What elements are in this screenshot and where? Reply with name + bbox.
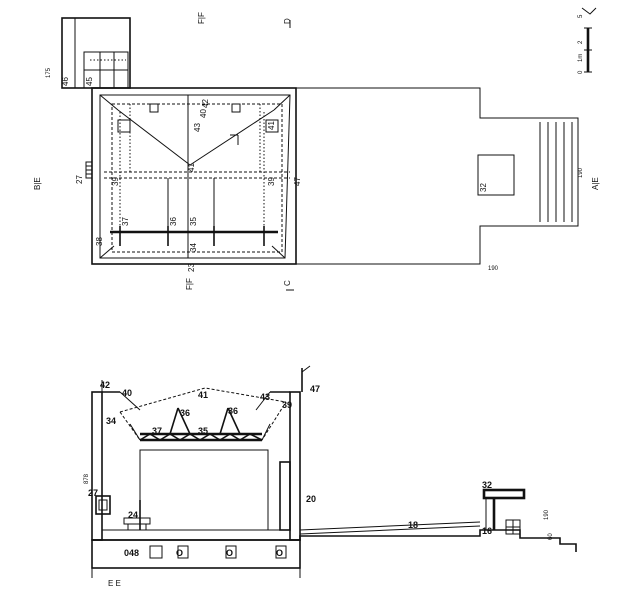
kiosk-32-section: [482, 488, 526, 535]
plan-label-41-mid: 41: [187, 163, 196, 172]
sect-label-048: 048: [124, 548, 139, 558]
plan-label-35: 35: [189, 217, 198, 226]
sect-label-36b: 36: [228, 406, 238, 416]
scale-tick-5: 5: [578, 14, 584, 18]
roof-truss: [129, 407, 271, 442]
sect-label-32: 32: [482, 480, 492, 490]
north-arrow: [581, 7, 597, 15]
door-20: [279, 461, 291, 531]
plan-label-43: 43: [193, 123, 202, 132]
sect-label-o1: O: [176, 548, 183, 558]
floor-plan: 46 45 175 27 42 40 43 41 41 39 39 47 37 …: [33, 7, 600, 291]
forecourt-outline: [130, 87, 579, 265]
hip-line-1: [117, 109, 191, 166]
section-mark-top-d: D: [283, 18, 292, 24]
sect-label-24: 24: [128, 510, 138, 520]
section-mark-bottom-f: F|F: [185, 278, 194, 290]
sect-label-47: 47: [310, 384, 320, 394]
plan-label-40: 40: [199, 109, 208, 118]
left-wall: [91, 391, 103, 541]
section-mark-bottom-c: C: [283, 280, 292, 286]
sect-label-37: 37: [152, 426, 162, 436]
plan-label-36: 36: [169, 217, 178, 226]
plan-label-34: 34: [189, 243, 198, 252]
sect-label-36a: 36: [180, 408, 190, 418]
scale-tick-1m: 1m: [578, 54, 584, 62]
scale-tick-0: 0: [578, 70, 584, 74]
interior-hall: [139, 449, 269, 531]
plan-label-23: 23: [187, 263, 196, 272]
sect-label-o2: O: [226, 548, 233, 558]
foundation: [91, 539, 301, 569]
plan-label-39-right: 39: [267, 177, 276, 186]
plan-label-45: 45: [85, 77, 94, 86]
sect-label-878: 878: [84, 473, 90, 484]
plan-label-41-top: 41: [267, 121, 276, 130]
section-mark-left-b: B|E: [33, 177, 42, 190]
scale-tick-2: 2: [578, 40, 584, 44]
plan-label-38: 38: [95, 237, 104, 246]
section-mark-right-a: A|E: [591, 177, 600, 190]
kiosk-32: [477, 154, 515, 196]
plan-label-39-left: 39: [111, 177, 120, 186]
sect-label-18: 18: [408, 520, 418, 530]
sect-label-o3: O: [276, 548, 283, 558]
sect-label-60: 60: [548, 533, 554, 540]
plan-label-47: 47: [293, 177, 302, 186]
plan-label-190-bottom: 190: [488, 266, 499, 272]
plan-label-27: 27: [75, 175, 84, 184]
cross-section: 42 40 41 43 47 39 34 36 36 37 35 878 27 …: [84, 365, 577, 588]
plan-label-175: 175: [46, 67, 52, 78]
plan-label-37: 37: [121, 217, 130, 226]
sect-label-16: 16: [482, 526, 492, 536]
section-mark-top-f: F|F: [197, 12, 206, 24]
sect-label-20: 20: [306, 494, 316, 504]
sect-label-41: 41: [198, 390, 208, 400]
sect-label-34: 34: [106, 416, 116, 426]
right-wall: [289, 391, 301, 541]
plan-label-42: 42: [201, 99, 210, 108]
plan-label-190-right: 190: [578, 167, 584, 178]
chair-24: [123, 500, 151, 530]
roof-outline: [99, 94, 291, 259]
sect-label-42: 42: [100, 380, 110, 390]
sect-label-27: 27: [88, 488, 98, 498]
scale-bar: 0 1m 2 5: [578, 14, 592, 74]
entrance-steps: [539, 122, 579, 222]
ramp-18: [299, 521, 481, 531]
sect-label-39: 39: [282, 400, 292, 410]
plan-label-32: 32: [479, 183, 488, 192]
stove-27: [95, 495, 111, 515]
main-hall-outline: [91, 87, 297, 265]
sect-label-40: 40: [122, 388, 132, 398]
sect-label-43: 43: [260, 392, 270, 402]
plan-label-46: 46: [61, 77, 70, 86]
ground-line: [92, 529, 577, 552]
sect-label-190: 190: [544, 509, 550, 520]
sect-label-ee: E E: [108, 579, 121, 588]
annex-room: [61, 17, 131, 89]
sect-label-35: 35: [198, 426, 208, 436]
